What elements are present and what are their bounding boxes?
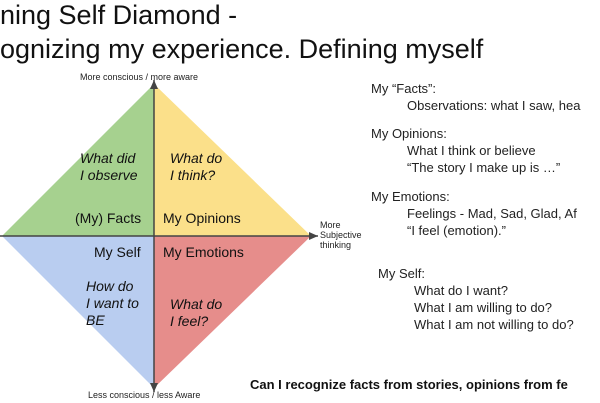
axis-label-bottom: Less conscious / less Aware — [88, 390, 201, 400]
panel-emotions: My Emotions: Feelings - Mad, Sad, Glad, … — [371, 188, 577, 239]
axis-label-right-2: Subjective — [320, 230, 362, 240]
panel-opinions-heading: My Opinions: — [371, 126, 447, 141]
panel-emotions-item: Feelings - Mad, Sad, Glad, Af — [407, 206, 577, 221]
bottom-arrowhead — [150, 383, 158, 392]
right-arrowhead — [309, 232, 318, 240]
opinions-label: My Opinions — [163, 210, 241, 226]
panel-emotions-item: “I feel (emotion).” — [407, 223, 506, 238]
panel-self-heading: My Self: — [378, 266, 425, 281]
facts-label: (My) Facts — [75, 210, 142, 226]
opinions-question-2: I think? — [170, 167, 216, 183]
axis-label-right-1: More — [320, 220, 341, 230]
facts-quadrant — [2, 84, 154, 236]
emotions-question-2: I feel? — [170, 313, 209, 329]
facts-question-2: I observe — [80, 167, 138, 183]
bottom-question: Can I recognize facts from stories, opin… — [250, 377, 568, 392]
panel-facts-heading: My “Facts”: — [371, 81, 436, 96]
title-line-1: ning Self Diamond - — [0, 0, 238, 30]
panel-emotions-heading: My Emotions: — [371, 189, 450, 204]
panel-facts-item: Observations: what I saw, hea — [407, 98, 581, 113]
emotions-quadrant — [154, 236, 311, 388]
panel-opinions: My Opinions: What I think or believe “Th… — [371, 125, 560, 176]
opinions-quadrant — [154, 84, 311, 236]
panel-self-item: What do I want? — [414, 283, 508, 298]
axis-label-top: More conscious / more aware — [80, 72, 199, 82]
panel-opinions-item: What I think or believe — [407, 143, 536, 158]
panel-opinions-item: “The story I make up is …” — [407, 160, 561, 175]
emotions-label: My Emotions — [163, 244, 244, 260]
panel-self: My Self: What do I want? What I am willi… — [378, 265, 574, 333]
axis-label-right-3: thinking — [320, 240, 352, 250]
opinions-question-1: What do — [170, 150, 223, 166]
self-question-2: I want to — [86, 295, 139, 311]
facts-question-1: What did — [80, 150, 136, 166]
self-question-1: How do — [86, 278, 134, 294]
self-question-3: BE — [86, 312, 105, 328]
title-line-2: ognizing my experience. Defining myself — [0, 34, 484, 64]
top-arrowhead — [150, 80, 158, 89]
panel-facts: My “Facts”: Observations: what I saw, he… — [371, 80, 580, 114]
panel-self-item: What I am not willing to do? — [414, 317, 574, 332]
emotions-question-1: What do — [170, 296, 223, 312]
self-label: My Self — [94, 244, 141, 260]
self-quadrant — [2, 236, 154, 388]
panel-self-item: What I am willing to do? — [414, 300, 553, 315]
